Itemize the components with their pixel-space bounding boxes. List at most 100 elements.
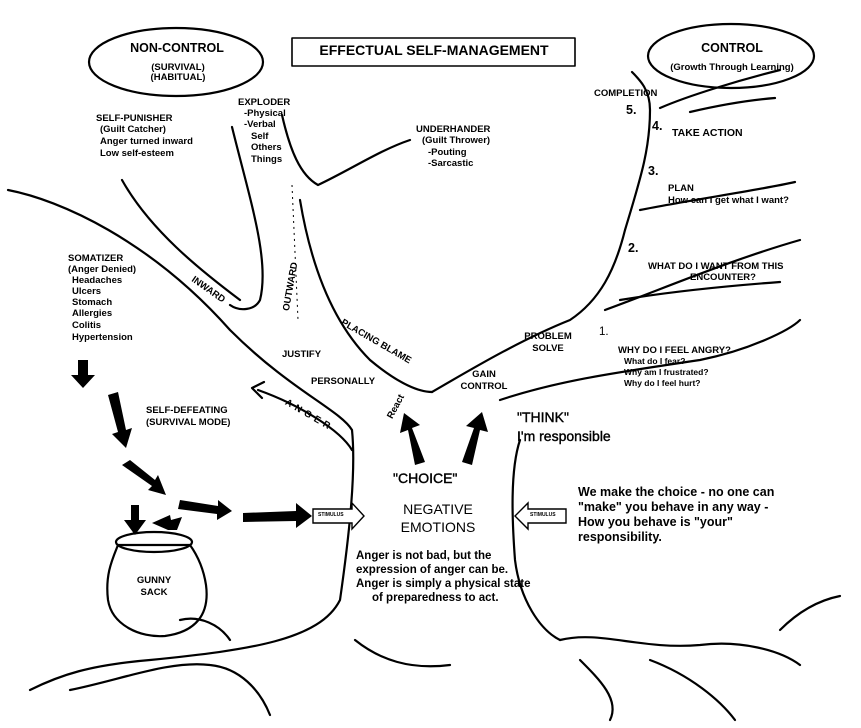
stimulus-left-arrow [312,501,365,531]
anger-arrow-head [250,380,266,400]
personally-label: PERSONALLY [311,376,376,387]
branch-exploder-right [280,113,412,187]
negative-emotions-line-2: EMOTIONS [400,519,476,535]
think-line-2: I'm responsible [517,428,611,444]
non-control-label: NON-CONTROL [130,41,224,55]
root-right-1 [558,636,802,667]
somatizer-line-3: Ulcers [72,286,102,297]
anger-note-line-2: expression of anger can be. [356,564,509,576]
gain-control-line-1: GAIN [472,369,496,380]
branch-placing-blame [298,198,434,394]
step-4-number: 4. [652,119,663,133]
root-mid [353,638,452,668]
somatizer-line-1: (Anger Denied) [68,264,137,275]
somatizer-line-2: Headaches [72,275,123,286]
take-action-label: TAKE ACTION [672,127,743,139]
anger-arrow-curve [256,388,354,452]
twig-take-action-2 [688,96,777,114]
underhander-line-2: -Pouting [428,147,467,158]
self-defeating-line-1: SELF-DEFEATING [146,405,228,416]
root-left-1 [68,663,272,717]
step-3-number: 3. [648,164,659,178]
exploder-line-4: Others [251,142,282,153]
gunny-sack-top [114,530,194,554]
gain-control-line-2: CONTROL [460,381,508,392]
completion-label: COMPLETION [594,88,658,99]
gunny-sack-line-1: GUNNY [136,575,172,586]
title-box [291,37,576,67]
trunk-right-lower [511,438,562,642]
self-punisher-line-3: Low self-esteem [100,148,174,159]
twig-plan [638,180,797,212]
self-punisher-line-2: Anger turned inward [100,136,193,147]
anger-note-line-1: Anger is not bad, but the [356,550,492,562]
justify-label: JUSTIFY [282,349,322,360]
problem-solve-line-2: SOLVE [532,343,564,354]
choice-arrows [400,412,488,465]
choice-label: "CHOICE" [393,470,458,486]
step-2-number: 2. [628,241,639,255]
somatizer-line-5: Allergies [72,308,113,319]
angry-question-2: Why am I frustrated? [624,367,709,377]
anger-note-line-4: of preparedness to act. [372,592,499,604]
stimulus-right-arrow [514,501,567,531]
angry-question-3: Why do I feel hurt? [624,378,701,388]
underhander-line-1: (Guilt Thrower) [422,135,491,146]
root-right-3 [648,658,737,722]
somatizer-line-6: Colitis [72,320,102,331]
self-defeating-line-2: (SURVIVAL MODE) [146,417,231,428]
step-1-number: 1. [599,326,609,338]
plan-label: PLAN [668,183,694,194]
outward-dotted [291,184,299,321]
choice-note-line-4: responsibility. [578,530,662,544]
exploder-line-1: -Physical [244,108,286,119]
non-control-sub-2: (HABITUAL) [150,72,206,83]
exploder-line-5: Things [251,154,283,165]
exploder-line-2: -Verbal [244,119,276,130]
somatizer-title: SOMATIZER [68,253,124,264]
stimulus-left-label: STIMULUS [318,512,344,518]
problem-solve-line-1: PROBLEM [524,331,572,342]
anger-note-line-3: Anger is simply a physical state [356,578,531,590]
step-5-number: 5. [626,103,637,117]
plan-question: How can I get what I want? [668,195,789,206]
twig-want [603,238,802,312]
underhander-title: UNDERHANDER [416,124,491,135]
exploder-line-3: Self [251,131,269,142]
root-left-2 [178,617,232,642]
stimulus-right-label: STIMULUS [530,512,556,518]
gunny-sack-line-2: SACK [140,587,168,598]
self-punisher-title: SELF-PUNISHER [96,113,173,124]
root-right-4 [778,594,842,632]
angry-label: WHY DO I FEEL ANGRY? [618,345,731,356]
choice-note-line-1: We make the choice - no one can [578,485,775,499]
trunk-left-edge [6,188,355,692]
want-line-2: ENCOUNTER? [690,272,756,283]
trunk-right-edge [498,318,802,402]
gunny-sack-shape [106,543,208,638]
control-sub: (Growth Through Learning) [670,62,794,73]
diagram-title: EFFECTUAL SELF-MANAGEMENT [319,42,549,58]
choice-note-line-3: How you behave is "your" [578,515,733,529]
non-control-oval [87,26,265,98]
control-label: CONTROL [701,41,763,55]
think-line-1: "THINK" [517,409,569,425]
choice-note-line-2: "make" you behave in any way - [578,500,769,514]
branch-exploder-left [228,125,264,311]
self-punisher-line-1: (Guilt Catcher) [100,124,166,135]
branch-self-punisher [120,178,242,302]
underhander-line-3: -Sarcastic [428,158,474,169]
twig-want-2 [618,280,782,302]
angry-question-1: What do I fear? [624,356,686,366]
somatizer-arrow-chain [71,360,312,535]
twig-take-action [658,68,782,110]
control-oval [646,22,816,90]
root-right-2 [578,658,614,722]
negative-emotions-line-1: NEGATIVE [403,501,473,517]
somatizer-line-4: Stomach [72,297,113,308]
non-control-sub-1: (SURVIVAL) [151,62,205,73]
somatizer-line-7: Hypertension [72,332,133,343]
exploder-title: EXPLODER [238,97,291,108]
